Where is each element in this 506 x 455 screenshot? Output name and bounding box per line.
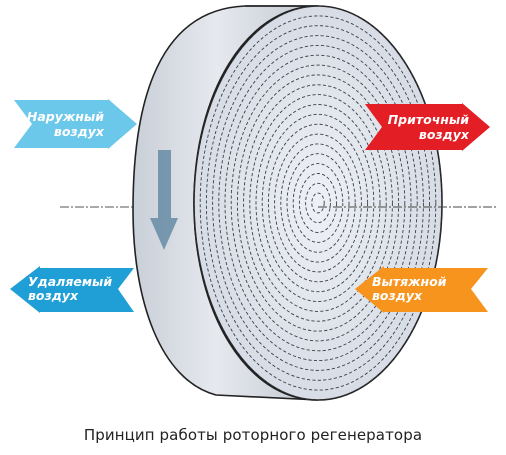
matrix-channel-ring [249, 94, 387, 312]
matrix-channel-ring [199, 15, 437, 391]
diagram-caption: Принцип работы роторного регенератора [83, 426, 423, 444]
matrix-channel-ring [267, 123, 369, 283]
extract-air-label-line1: Вытяжной [372, 274, 447, 289]
matrix-channel-ring [311, 192, 325, 214]
matrix-channel-ring [292, 163, 344, 243]
outdoor-air-arrow-shape [14, 99, 137, 149]
matrix-channel-ring [305, 182, 331, 224]
outdoor-air-label-line2: воздух [54, 124, 105, 139]
supply-air-arrow: Приточный воздух [365, 103, 490, 151]
supply-air-label-line2: воздух [419, 127, 470, 142]
matrix-channel-ring [212, 35, 424, 371]
matrix-channel-ring [298, 173, 338, 233]
matrix-channel-ring [280, 143, 356, 263]
supply-air-arrow-shape [365, 103, 490, 151]
extract-air-arrow-shape [355, 266, 488, 313]
supply-air-label-line1: Приточный [388, 112, 470, 127]
matrix-channel-ring [218, 44, 418, 362]
matrix-channel-ring [261, 113, 375, 293]
honeycomb-matrix [194, 6, 442, 400]
matrix-channel-ring [205, 25, 431, 381]
extract-air-label-line2: воздух [372, 288, 423, 303]
matrix-channel-ring [236, 74, 400, 332]
matrix-channel-ring [255, 104, 381, 302]
matrix-channel-ring [230, 64, 406, 342]
exhaust-air-arrow: Удаляемый воздух [10, 266, 134, 313]
matrix-channel-ring [243, 84, 393, 322]
outdoor-air-arrow: Наружный воздух [14, 99, 137, 149]
matrix-channel-ring [274, 133, 362, 273]
exhaust-air-label-line2: воздух [28, 288, 79, 303]
rotation-arrow-icon [150, 150, 178, 250]
extract-air-arrow: Вытяжной воздух [355, 266, 488, 313]
exhaust-air-label-line1: Удаляемый [28, 274, 112, 289]
matrix-channel-ring [286, 153, 350, 253]
matrix-channel-ring [224, 54, 412, 352]
exhaust-air-arrow-shape [10, 266, 134, 313]
outdoor-air-label-line1: Наружный [27, 109, 104, 124]
